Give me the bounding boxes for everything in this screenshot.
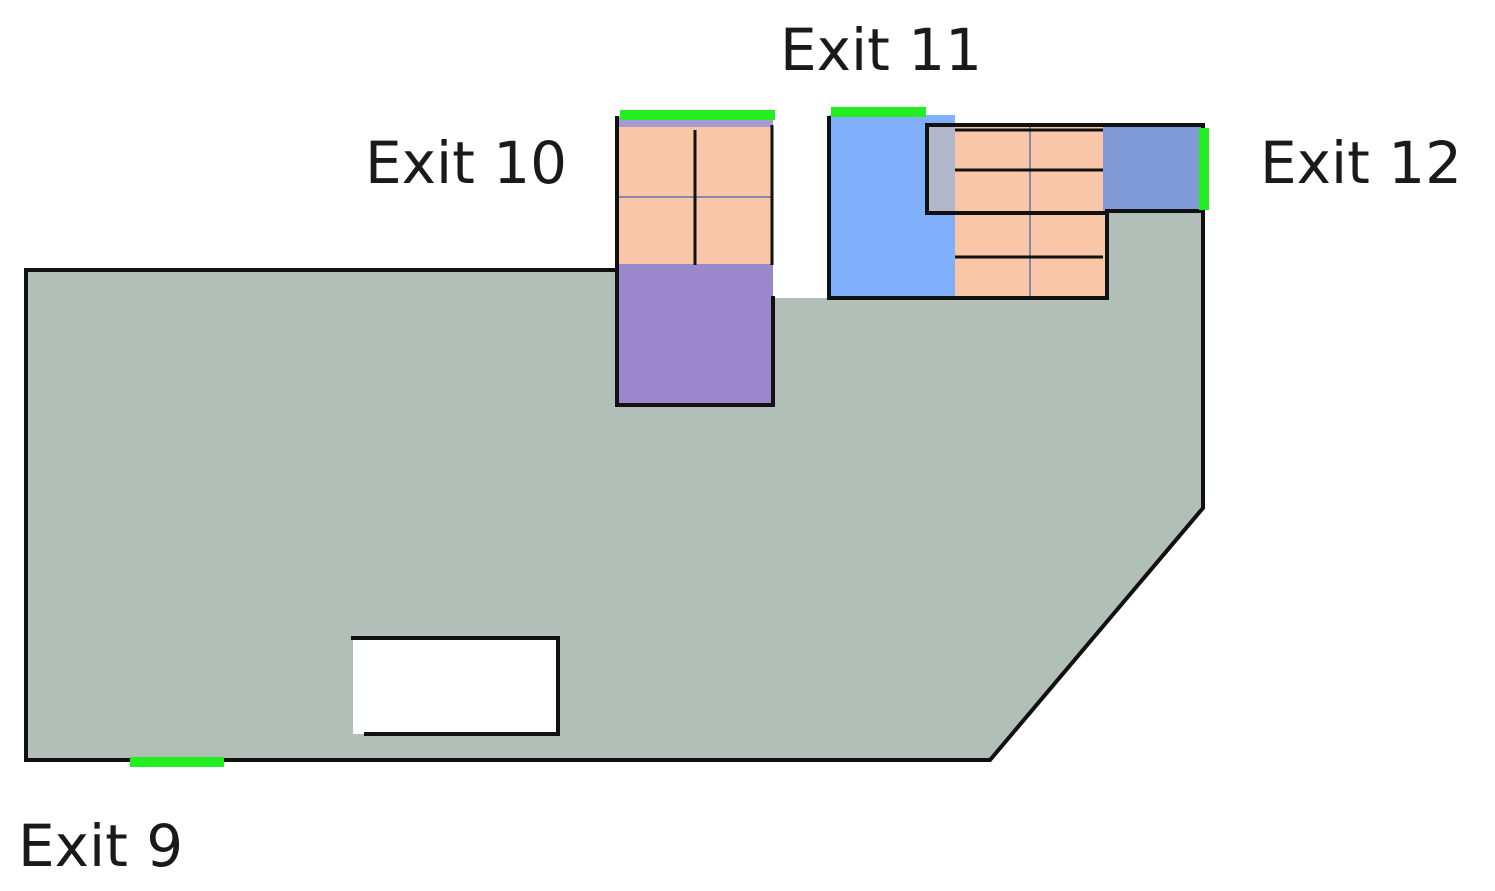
floor-obstacle [353,638,558,734]
stair-post [927,125,955,213]
exit-12-label: Exit 12 [1260,129,1462,197]
landing-exit-10 [617,264,773,405]
exit-9-label: Exit 9 [18,812,183,880]
stair-top-strip [617,117,773,127]
outer-wall [24,209,1205,762]
right-stair-wall [827,116,1205,300]
inner-stair-wall [925,123,1105,215]
landing-exit-12 [1103,125,1203,211]
exit-11-label: Exit 11 [780,16,982,84]
main-floor-area [26,211,1203,760]
obstacle-wall [351,636,560,736]
exit-10-label: Exit 10 [365,129,567,197]
left-stair-wall [615,116,775,407]
